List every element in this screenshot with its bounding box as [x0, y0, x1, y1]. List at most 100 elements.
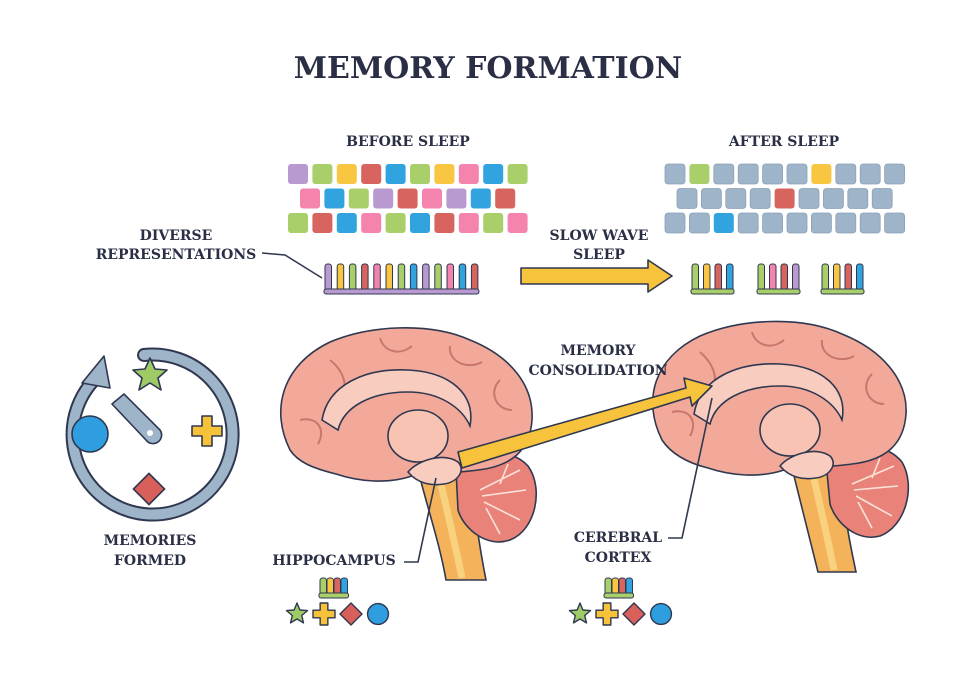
plus-icon [312, 602, 336, 626]
grid-tile [507, 164, 528, 184]
before-sleep-grid [288, 164, 528, 233]
circle-icon [649, 602, 673, 626]
grid-tile [884, 163, 905, 185]
slow-wave-label-line2: SLEEP [573, 247, 625, 263]
grid-tile [458, 164, 479, 184]
comb-tooth [385, 263, 393, 293]
cortex-leader-line [668, 397, 713, 539]
comb-base [318, 592, 349, 599]
comb-before-sleep [323, 263, 480, 295]
grid-tile [410, 164, 430, 184]
cerebrum-folds-left [299, 337, 513, 445]
brain-stem-inner-left [436, 479, 466, 579]
plus-icon [191, 415, 223, 447]
circle-icon [366, 602, 390, 626]
grid-tile [737, 212, 759, 234]
grid-tile [713, 163, 735, 185]
grid-tile [835, 212, 857, 234]
grid-tile [348, 188, 369, 209]
diverse-label-line1: DIVERSE [140, 228, 213, 244]
comb-tooth [348, 263, 357, 293]
memories-label-line1: MEMORIES [104, 533, 197, 549]
grid-tile [823, 188, 844, 209]
hippocampus-label: HIPPOCAMPUS [272, 553, 395, 569]
grid-tile [762, 212, 783, 234]
cortex-label-line2: CORTEX [585, 550, 652, 566]
comb-cortex [603, 577, 634, 599]
grid-tile [859, 212, 881, 234]
grid-tile [324, 188, 345, 209]
grid-tile [701, 188, 722, 209]
cortex-label-line1: CEREBRAL [574, 530, 662, 546]
grid-tile [762, 163, 783, 185]
comb-base [756, 288, 801, 295]
comb-hippocampus [318, 577, 349, 599]
hippocampus-left [406, 456, 462, 486]
comb-tooth [844, 263, 852, 293]
comb-base [690, 288, 735, 295]
grid-tile [288, 213, 308, 233]
circle-icon [71, 415, 109, 453]
grid-tile [300, 188, 320, 209]
hippocampus-leader-line [404, 477, 437, 563]
comb-tooth [336, 263, 345, 293]
grid-tile [312, 164, 333, 184]
comb-tooth [397, 263, 406, 293]
grid-tile [664, 163, 686, 185]
corpus-callosum-left [321, 369, 472, 432]
comb-tooth [434, 263, 442, 293]
comet-icon [111, 393, 163, 445]
diamond-icon [622, 602, 646, 626]
brain-right [651, 320, 910, 573]
grid-tile [786, 212, 808, 234]
grid-tile [483, 213, 504, 233]
plus-icon [595, 602, 619, 626]
grid-tile [786, 163, 808, 185]
grid-tile [725, 188, 747, 209]
grid-tile [446, 188, 467, 209]
grid-tile [470, 188, 491, 209]
grid-tile [483, 164, 504, 184]
slow-wave-arrow [520, 259, 673, 293]
grid-tile [422, 188, 442, 209]
grid-tile [373, 188, 394, 209]
grid-tile [410, 213, 430, 233]
grid-tile [385, 213, 406, 233]
grid-tile [664, 212, 686, 234]
grid-tile [884, 212, 905, 234]
comb-tooth [769, 263, 777, 293]
star-icon [285, 602, 309, 624]
diverse-leader-line [261, 252, 323, 279]
grid-tile [798, 188, 820, 209]
grid-tile [288, 164, 308, 184]
cerebrum-folds-right [671, 331, 885, 437]
comb-tooth [703, 263, 711, 293]
cerebellum-veins-left [479, 463, 527, 535]
comb-tooth [409, 263, 418, 293]
comb-tooth [361, 263, 369, 293]
grid-tile [713, 213, 734, 233]
comb-tooth [324, 263, 332, 293]
grid-tile [458, 213, 479, 233]
after-sleep-heading: AFTER SLEEP [728, 134, 840, 150]
memories-cycle [65, 347, 240, 522]
comb-tooth [422, 263, 430, 293]
grid-tile [507, 213, 528, 233]
grid-tile [434, 213, 455, 233]
consolidation-label-line2: CONSOLIDATION [528, 363, 667, 379]
comet-highlight [147, 430, 153, 436]
grid-tile [835, 163, 857, 185]
comb-tooth [821, 263, 829, 293]
brain-left [279, 327, 537, 581]
grid-tile [336, 213, 357, 233]
grid-tile [811, 212, 832, 234]
after-sleep-grid [664, 163, 905, 234]
before-sleep-heading: BEFORE SLEEP [346, 134, 470, 150]
thalamus-right [759, 403, 821, 457]
star-icon [132, 357, 168, 391]
grid-tile [336, 164, 357, 184]
comb-base [603, 592, 634, 599]
memories-label-line2: FORMED [114, 553, 186, 569]
diamond-icon [339, 602, 363, 626]
